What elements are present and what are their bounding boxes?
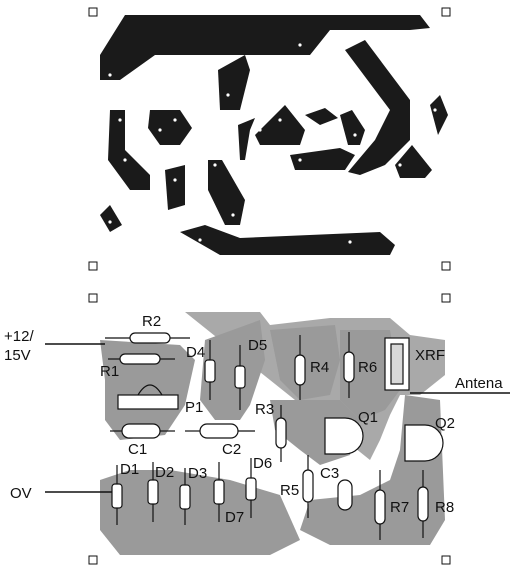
resistor-r1 [119,353,161,365]
copper-top-trace [100,15,430,80]
copper-edge-pad [430,95,448,135]
bottom-corner-marks [88,293,451,565]
capacitor-c2 [199,423,239,439]
label-d3: D3 [188,465,207,482]
label-d1: D1 [120,461,139,478]
diode-d7 [213,479,225,505]
label-supply2: 15V [4,347,31,364]
corner-mark-bl-2 [88,555,98,565]
corner-mark-br [441,261,451,271]
capacitor-c3 [337,479,353,511]
copper-hook-1 [238,118,255,160]
diode-d1 [111,483,123,509]
resistor-r3 [275,417,287,449]
label-r7: R7 [390,499,409,516]
label-ground: OV [10,485,32,502]
label-r2: R2 [142,313,161,330]
label-xrf: XRF [415,347,445,364]
label-c3: C3 [320,465,339,482]
diode-d3 [179,484,191,510]
copper-center-pad [255,105,305,145]
copper-pad-1 [148,110,192,145]
label-c1: C1 [128,441,147,458]
copper-pad-4 [208,160,245,225]
trimmer-p1 [117,394,179,410]
label-c2: C2 [222,441,241,458]
label-r1: R1 [100,363,119,380]
label-r5: R5 [280,482,299,499]
resistor-r7 [374,489,386,525]
copper-right-trace [345,40,410,175]
external-wires [45,343,510,493]
resistor-r2 [129,332,171,344]
label-d5: D5 [248,337,267,354]
label-d6: D6 [253,455,272,472]
label-p1: P1 [185,399,203,416]
copper-mid-trace [290,148,355,170]
resistor-r5 [302,469,314,503]
copper-pad-2 [218,55,250,110]
components [105,332,444,540]
label-r3: R3 [255,401,274,418]
label-d7: D7 [225,509,244,526]
label-r8: R8 [435,499,454,516]
resistor-r8 [417,486,429,522]
copper-pad-5 [100,205,122,232]
label-q2: Q2 [435,415,455,432]
diode-d6 [245,477,257,501]
corner-mark-bl [88,261,98,271]
copper-left-pad [108,110,150,190]
corner-mark-tr [441,7,451,17]
label-q1: Q1 [358,409,378,426]
label-antenna: Antena [455,375,503,392]
diode-d2 [147,479,159,505]
label-supply: +12/ [4,328,34,345]
corner-mark-tl-2 [88,293,98,303]
transistor-q1 [324,417,364,455]
corner-mark-tl [88,7,98,17]
transistor-q2 [404,424,444,462]
copper-layout [100,15,448,255]
copper-right-pad [395,145,432,178]
copper-hook-3 [340,110,365,145]
copper-hook-2 [305,108,338,125]
copper-pad-3 [165,165,185,210]
resistor-r4 [294,354,306,386]
corner-mark-br-2 [441,555,451,565]
top-corner-marks [88,7,451,271]
diode-d5 [234,365,246,389]
label-r4: R4 [310,359,329,376]
choke-xrf-core [390,343,404,385]
diode-d4 [204,359,216,383]
component-labels: +12/ 15V OV Antena R2 R1 P1 C1 C2 D4 D5 … [4,313,503,526]
copper-bottom-trace [180,225,395,255]
resistor-r6 [343,351,355,383]
corner-mark-tr-2 [441,293,451,303]
trimmer-p1-arc [137,384,163,396]
label-r6: R6 [358,359,377,376]
capacitor-c1 [121,423,161,439]
label-d4: D4 [186,344,205,361]
label-d2: D2 [155,464,174,481]
